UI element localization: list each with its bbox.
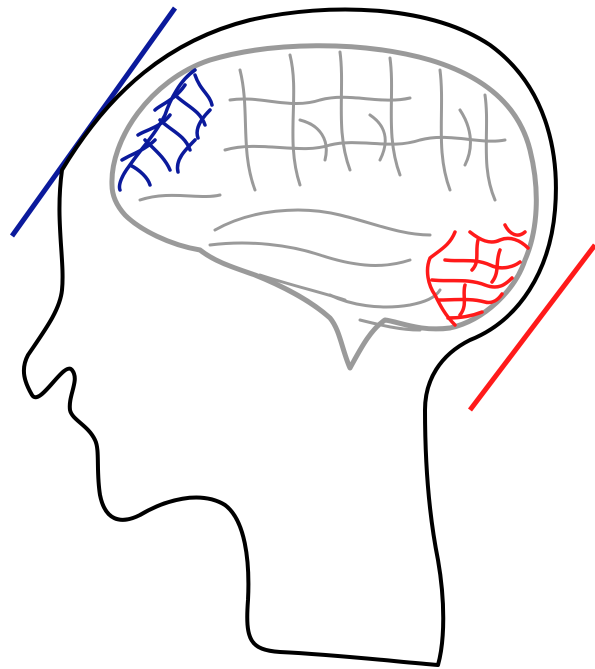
brain-fold: [485, 95, 495, 200]
occipital-region-stroke: [432, 278, 512, 287]
frontal-region-stroke: [130, 165, 150, 185]
brain-fold: [225, 137, 505, 150]
brain-fold: [230, 97, 410, 103]
brain-fold: [330, 290, 440, 307]
frontal-region-stroke: [160, 120, 190, 150]
brain-fold: [140, 195, 220, 200]
brain-fold: [300, 120, 326, 160]
brain-fold: [440, 70, 450, 190]
brain-fold: [370, 115, 385, 160]
brain-fold: [215, 210, 430, 235]
frontal-region-stroke: [122, 140, 155, 160]
brain-fold: [340, 52, 350, 170]
frontal-region-stroke: [195, 75, 212, 105]
brain-fold: [240, 70, 255, 190]
occipital-region-stroke: [438, 294, 502, 303]
occipital-region-stroke: [472, 240, 478, 270]
brain-fold: [390, 58, 400, 175]
frontal-region-highlight: [119, 70, 212, 190]
occipital-region-stroke: [505, 225, 525, 235]
occipital-region-stroke: [445, 260, 520, 268]
occipital-indicator-line: [470, 245, 595, 410]
brain-fold: [210, 243, 410, 265]
